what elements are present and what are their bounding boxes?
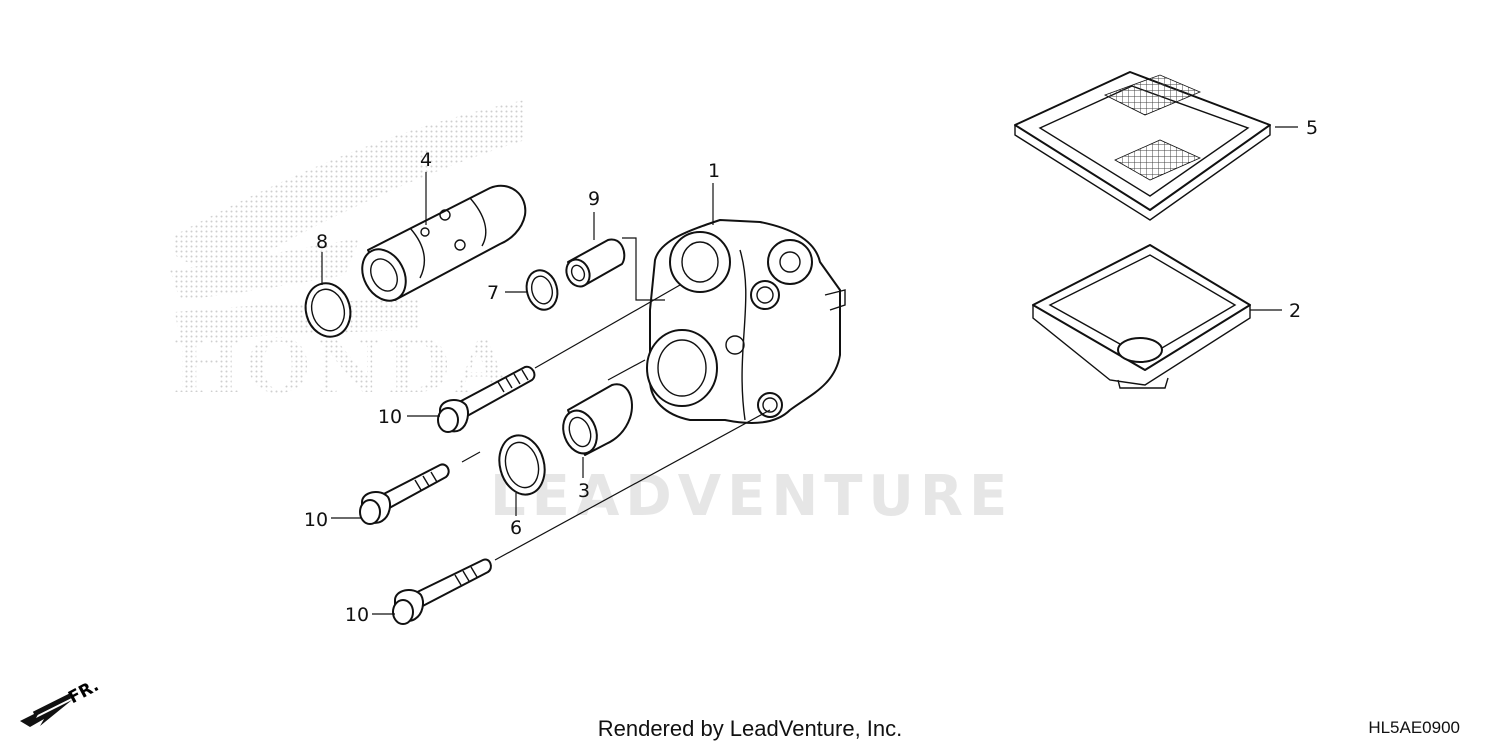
part-8-o-ring[interactable] [300,278,356,342]
part-1-oil-pump-body[interactable] [646,219,846,424]
leadventure-watermark: LEADVENTURE [490,464,1013,529]
callout-4: 4 [420,149,432,171]
part-6-o-ring[interactable] [493,430,551,499]
callout-6: 6 [510,517,522,539]
callout-8: 8 [316,231,328,253]
leader-lines [321,126,1298,615]
callout-3: 3 [578,480,590,502]
part-5-oil-strainer-screen[interactable] [1014,71,1271,221]
callout-10-upper: 10 [378,406,402,428]
part-9-collar[interactable] [562,238,626,290]
part-10-bolt-middle[interactable] [359,463,450,525]
part-4-relief-valve[interactable] [354,184,527,308]
part-3-bushing[interactable] [557,383,633,458]
render-credit: Rendered by LeadVenture, Inc. [597,716,903,741]
diagram-code: HL5AE0900 [1368,718,1460,737]
honda-logo-text: HONDA [172,324,516,410]
part-10-bolt-upper[interactable] [437,365,536,433]
callout-1: 1 [708,160,720,182]
part-2-oil-strainer-tray[interactable] [1032,244,1251,389]
callout-5: 5 [1306,117,1318,139]
callout-9: 9 [588,188,600,210]
callout-2: 2 [1289,300,1301,322]
front-direction-arrow-icon [20,693,72,727]
part-7-o-ring[interactable] [522,267,561,313]
callout-7: 7 [487,282,499,304]
part-10-bolt-lower[interactable] [392,558,492,625]
honda-logo-watermark: HONDA [170,100,525,410]
callout-10-lower: 10 [345,604,369,626]
callout-10-middle: 10 [304,509,328,531]
